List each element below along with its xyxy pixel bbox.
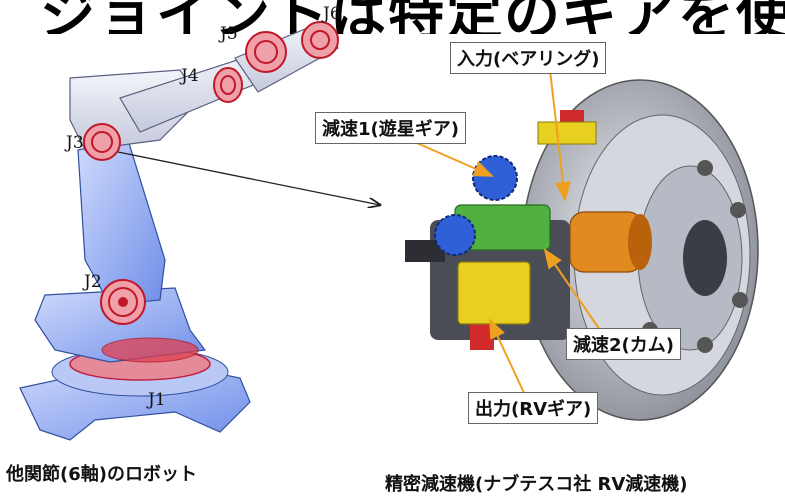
robot-illustration xyxy=(19,21,339,441)
joint-label-j3: J3 xyxy=(66,133,84,153)
joint-j3-gear xyxy=(83,123,121,161)
leader-reduction2 xyxy=(543,248,601,331)
leader-input xyxy=(549,69,571,202)
callout-reduction2: 減速2(カム) xyxy=(566,328,681,360)
callout-output: 出力(RVギア) xyxy=(468,392,599,424)
joint-label-j4: J4 xyxy=(181,66,199,86)
joint-j6-gear xyxy=(301,21,339,59)
caption-reducer: 精密減速機(ナブテスコ社 RV減速機) xyxy=(385,474,688,495)
joint-j4-gear xyxy=(213,67,243,103)
joint-j5-gear xyxy=(245,31,287,73)
reducer-blue-gear-upper xyxy=(472,155,518,201)
joint-label-j5: J5 xyxy=(220,24,238,44)
joint-j1-gear xyxy=(101,337,199,363)
callout-reduction1: 減速1(遊星ギア) xyxy=(315,112,466,144)
joint-label-j2: J2 xyxy=(84,272,102,292)
caption-robot: 他関節(6軸)のロボット xyxy=(6,464,197,485)
reducer-blue-gear-lower xyxy=(434,214,476,256)
page-title: ジョイントは特定のギアを使う xyxy=(40,0,785,34)
leader-reduction1 xyxy=(409,139,494,177)
callout-input: 入力(ベアリング) xyxy=(450,42,607,74)
leader-output xyxy=(489,318,526,396)
connector-arrow xyxy=(117,151,380,205)
title-strip: ジョイントは特定のギアを使う xyxy=(0,0,785,34)
joint-label-j1: J1 xyxy=(148,390,166,410)
reducer-yellow-gear xyxy=(457,261,531,325)
joint-j2-gear xyxy=(100,279,146,325)
joint-label-j6: J6 xyxy=(323,4,341,24)
